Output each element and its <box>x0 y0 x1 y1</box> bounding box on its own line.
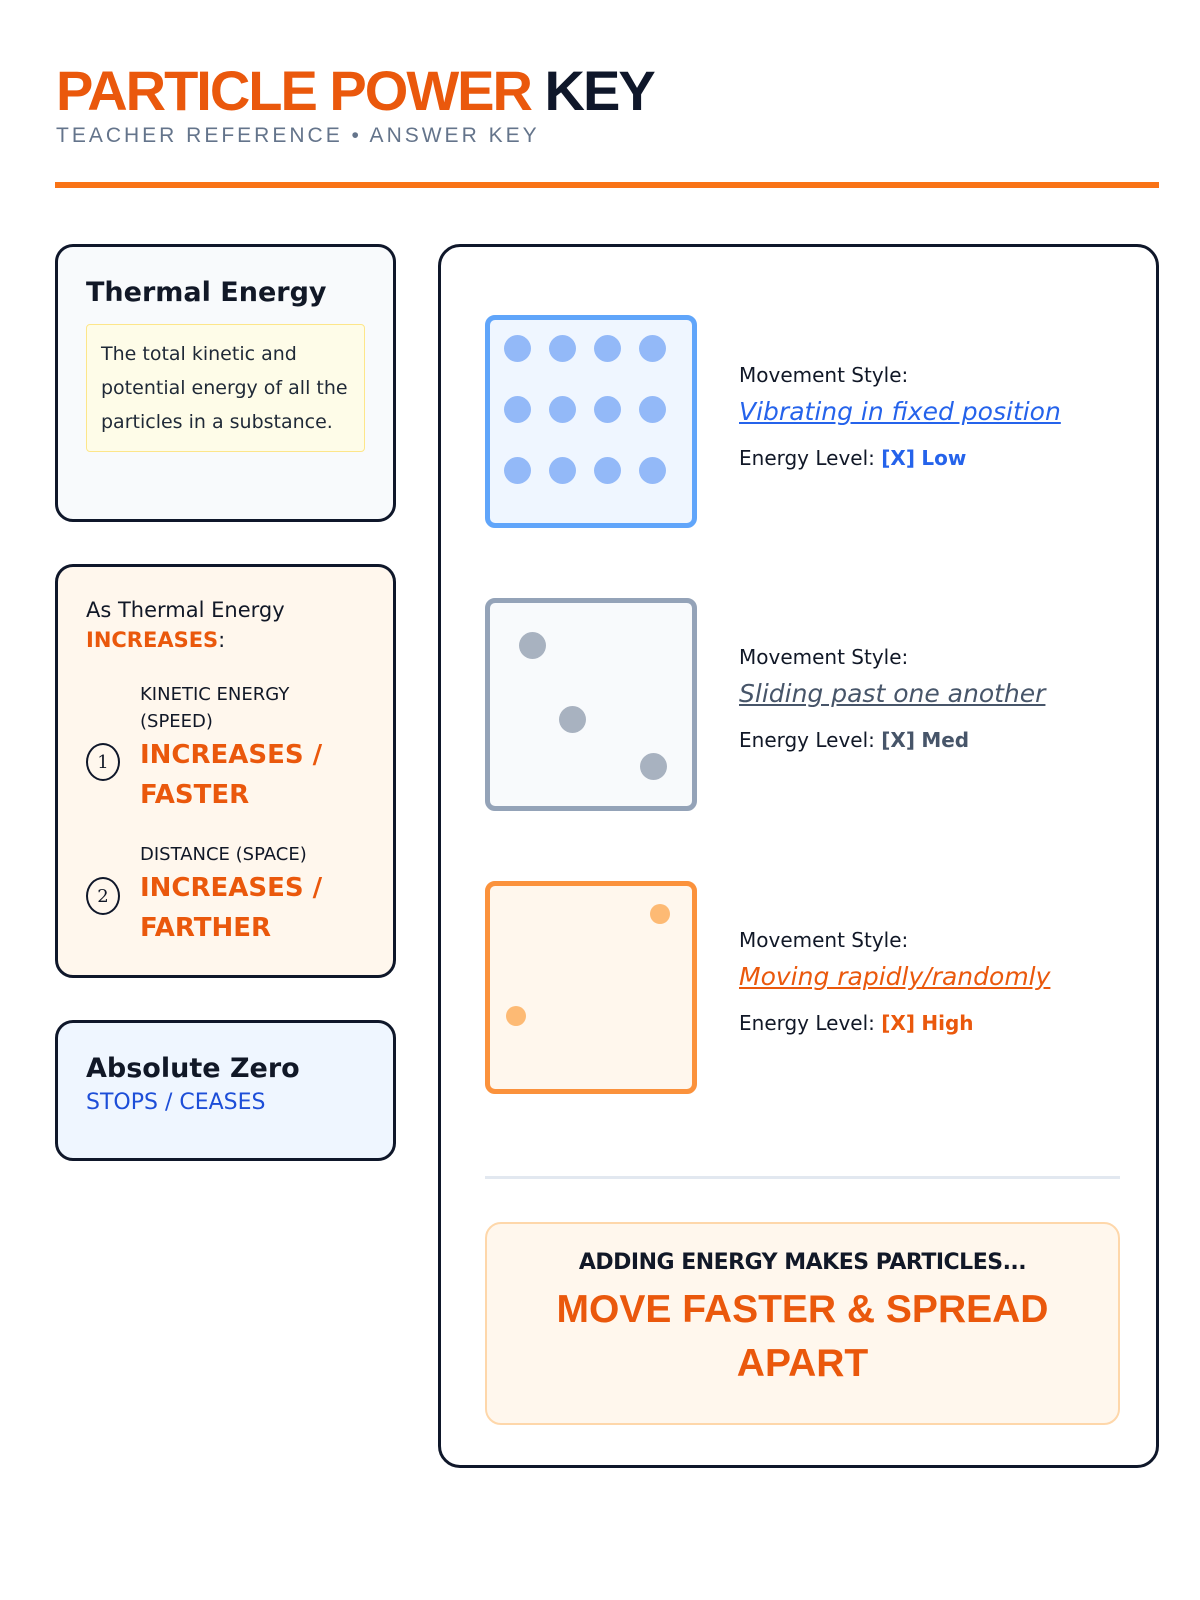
particle <box>639 457 666 484</box>
gas-info: Movement Style: Moving rapidly/randomly … <box>739 928 1050 1035</box>
heading-emphasis: INCREASES <box>86 628 219 652</box>
item-answer: INCREASES / FASTER <box>140 740 323 810</box>
movement-answer: Moving rapidly/randomly <box>739 962 1051 991</box>
particle <box>504 335 531 362</box>
energy-label: Energy Level: <box>739 728 875 752</box>
gas-particle-diagram <box>485 881 697 1094</box>
energy-mark: [X] <box>881 1011 915 1035</box>
states-panel: Movement Style: Vibrating in fixed posit… <box>438 244 1159 1468</box>
particle <box>594 457 621 484</box>
panel-divider <box>485 1176 1120 1179</box>
number-badge: 2 <box>86 877 120 915</box>
particle <box>506 1006 526 1026</box>
header-divider <box>55 182 1159 188</box>
energy-level: Energy Level: [X] Low <box>739 446 1061 470</box>
conclusion-answer: MOVE FASTER & SPREAD APART <box>556 1288 1049 1385</box>
particle <box>594 335 621 362</box>
particle <box>639 396 666 423</box>
absolute-zero-title: Absolute Zero <box>86 1053 300 1084</box>
item-label: KINETIC ENERGY (SPEED) <box>140 684 290 732</box>
particle <box>519 632 546 659</box>
energy-value: High <box>921 1011 974 1035</box>
liquid-info: Movement Style: Sliding past one another… <box>739 645 1045 752</box>
thermal-energy-card: Thermal Energy The total kinetic and pot… <box>55 244 396 522</box>
particle <box>504 396 531 423</box>
particle <box>549 396 576 423</box>
title-orange: PARTICLE POWER <box>56 59 533 122</box>
liquid-particle-diagram <box>485 598 697 811</box>
title-dark: KEY <box>544 59 656 122</box>
thermal-energy-title: Thermal Energy <box>86 277 327 308</box>
particle <box>549 457 576 484</box>
heading-colon: : <box>218 628 226 652</box>
number-badge: 1 <box>86 743 120 781</box>
particle <box>650 904 670 924</box>
movement-answer: Sliding past one another <box>739 679 1046 708</box>
movement-label: Movement Style: <box>739 645 909 669</box>
particle <box>640 753 667 780</box>
conclusion-lead: ADDING ENERGY MAKES PARTICLES... <box>578 1250 1027 1275</box>
particle <box>594 396 621 423</box>
energy-mark: [X] <box>881 728 915 752</box>
energy-level: Energy Level: [X] High <box>739 1011 1050 1035</box>
energy-level: Energy Level: [X] Med <box>739 728 1045 752</box>
page-title: PARTICLE POWER KEY <box>56 58 656 123</box>
conclusion-box: ADDING ENERGY MAKES PARTICLES... MOVE FA… <box>485 1222 1120 1425</box>
particle <box>549 335 576 362</box>
subtitle: TEACHER REFERENCE • ANSWER KEY <box>56 124 540 147</box>
heading-text: As Thermal Energy <box>86 598 285 622</box>
absolute-zero-card: Absolute Zero STOPS / CEASES <box>55 1020 396 1161</box>
item-answer: INCREASES / FARTHER <box>140 873 323 943</box>
energy-label: Energy Level: <box>739 446 875 470</box>
particle <box>504 457 531 484</box>
movement-label: Movement Style: <box>739 928 909 952</box>
solid-info: Movement Style: Vibrating in fixed posit… <box>739 363 1061 470</box>
particle <box>559 706 586 733</box>
list-item: 1 KINETIC ENERGY (SPEED) INCREASES / FAS… <box>86 681 365 815</box>
movement-answer: Vibrating in fixed position <box>739 397 1061 426</box>
solid-particle-diagram <box>485 315 697 528</box>
absolute-zero-answer: STOPS / CEASES <box>86 1090 266 1115</box>
energy-value: Med <box>921 728 970 752</box>
particle <box>639 335 666 362</box>
movement-label: Movement Style: <box>739 363 909 387</box>
energy-value: Low <box>921 446 967 470</box>
item-label: DISTANCE (SPACE) <box>140 844 307 865</box>
energy-mark: [X] <box>881 446 915 470</box>
list-item: 2 DISTANCE (SPACE) INCREASES / FARTHER <box>86 841 365 948</box>
energy-label: Energy Level: <box>739 1011 875 1035</box>
thermal-energy-definition: The total kinetic and potential energy o… <box>86 324 365 452</box>
